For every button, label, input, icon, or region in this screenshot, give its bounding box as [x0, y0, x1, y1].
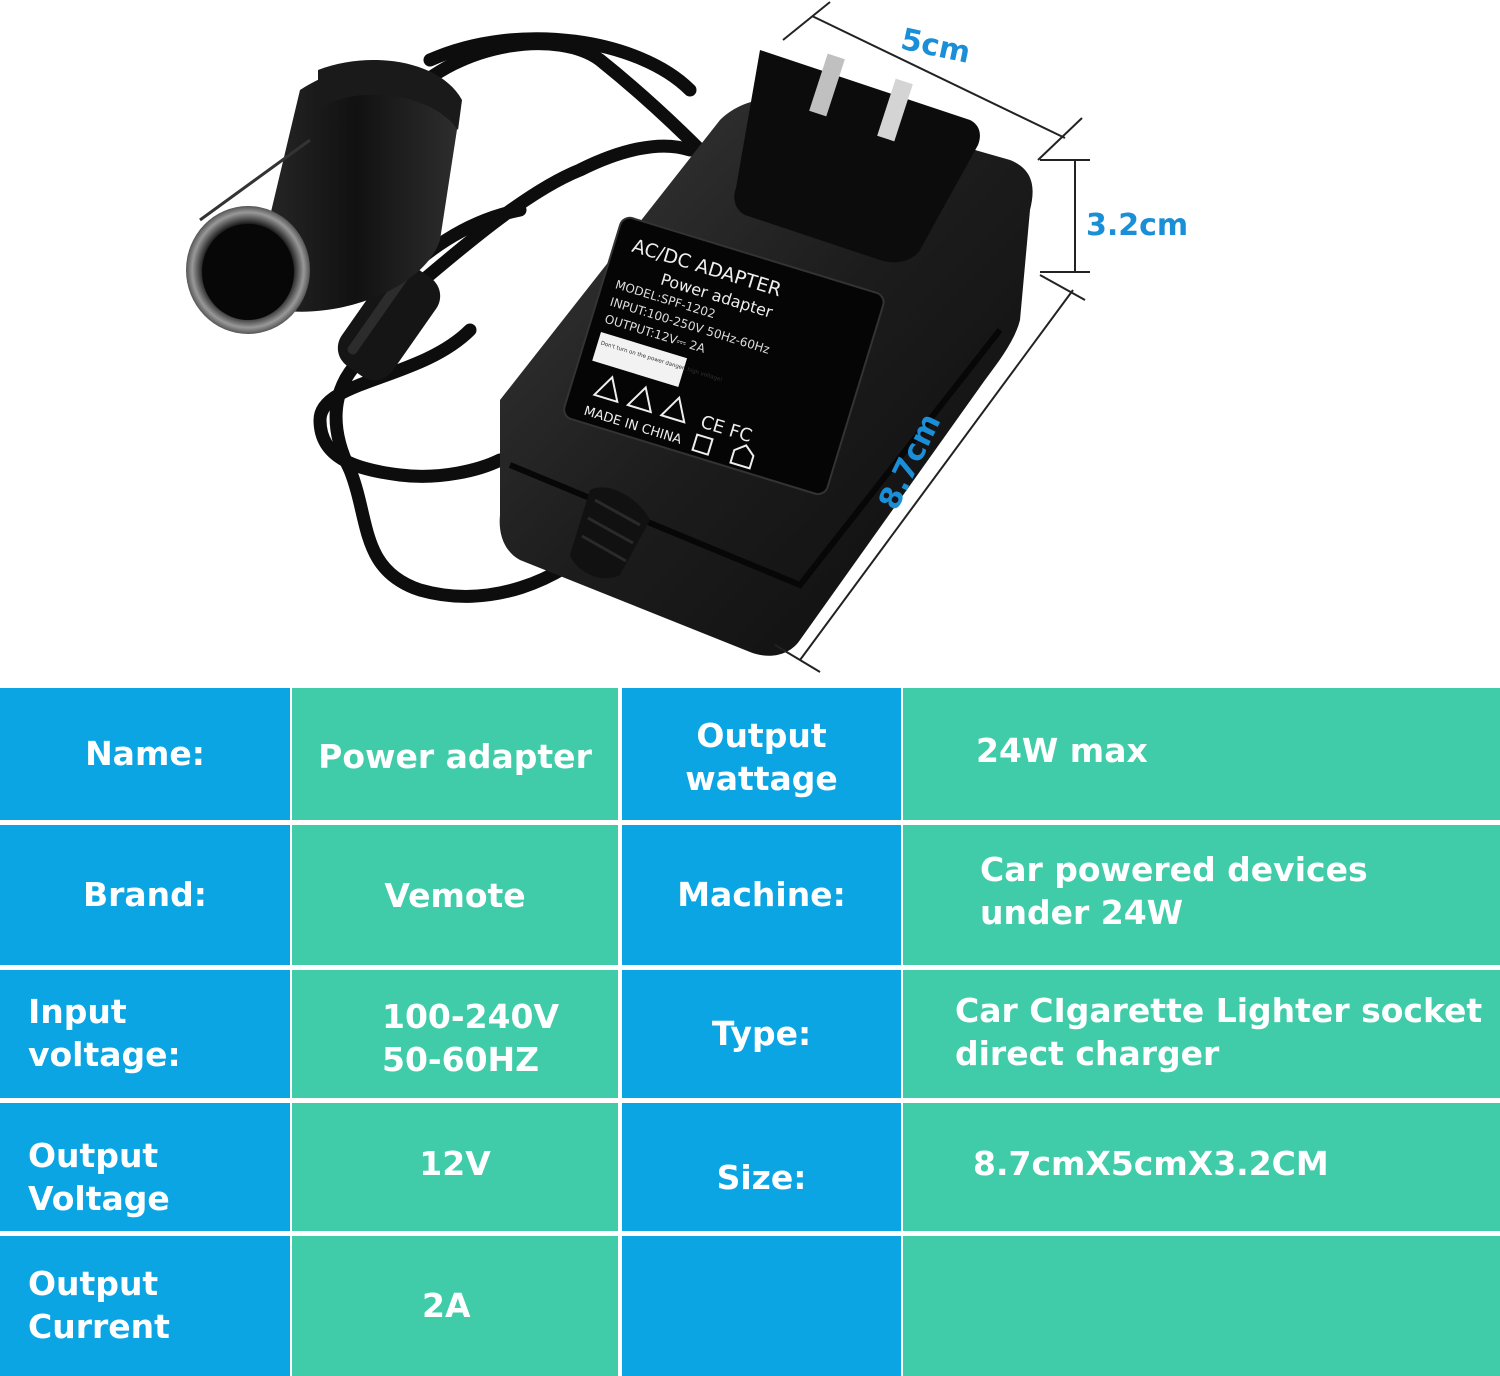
double-insulation-icon [691, 433, 714, 456]
spec-label-text: Brand: [82, 874, 207, 914]
spec-value-text: 50-60HZ [382, 1039, 540, 1079]
spec-value-type: Car CIgarette Lighter socket direct char… [903, 970, 1500, 1098]
spec-label-output-wattage: Output wattage [622, 688, 901, 820]
spec-value-text: 24W max [976, 731, 1148, 770]
spec-table: Name: Power adapter Output wattage 24W m… [0, 688, 1500, 1376]
spec-label-text: Output wattage [685, 716, 838, 798]
spec-value-brand: Vemote [292, 825, 618, 965]
spec-value-text: Car powered devices [980, 850, 1368, 889]
spec-label-output-current: Output Current [0, 1236, 290, 1376]
spec-value-text: Vemote [384, 876, 526, 915]
spec-label-size: Size: [622, 1103, 901, 1231]
spec-label-text: Machine: [677, 874, 846, 914]
spec-value-input-voltage: 100-240V 50-60HZ [292, 970, 618, 1098]
spec-label-text: Output Current [28, 1264, 170, 1346]
spec-value-empty [903, 1236, 1500, 1376]
spec-value-machine: Car powered devices under 24W [903, 825, 1500, 965]
shock-icon [625, 385, 653, 414]
warning-icon [592, 375, 619, 404]
spec-value-output-voltage: 12V [292, 1103, 618, 1231]
spec-value-output-wattage: 24W max [903, 688, 1500, 820]
spec-label-input-voltage: Input voltage: [0, 970, 290, 1098]
height-dimension-label: 3.2cm [1086, 208, 1189, 243]
hot-surface-icon [659, 395, 686, 424]
spec-label-text: Name: [85, 733, 205, 773]
spec-value-text: 12V [419, 1144, 491, 1183]
spec-value-text: 2A [422, 1285, 471, 1325]
adapter-label: AC/DC ADAPTER Power adapter MODEL:SPF-12… [563, 216, 885, 496]
lighter-socket [186, 60, 462, 334]
spec-label-text: Size: [716, 1157, 807, 1197]
dimension-lines [774, 1, 1090, 673]
indoor-use-icon [729, 444, 755, 470]
spec-label-text: Input voltage: [28, 992, 181, 1074]
spec-value-name: Power adapter [292, 688, 618, 820]
spec-label-brand: Brand: [0, 825, 290, 965]
spec-value-output-current: 2A [292, 1236, 618, 1376]
spec-value-size: 8.7cmX5cmX3.2CM [903, 1103, 1500, 1231]
spec-value-text: Power adapter [318, 737, 592, 776]
spec-label-machine: Machine: [622, 825, 901, 965]
spec-label-output-voltage: Output Voltage [0, 1103, 290, 1231]
spec-label-text: Output Voltage [28, 1136, 170, 1218]
spec-label-empty [622, 1236, 901, 1376]
spec-label-type: Type: [622, 970, 901, 1098]
spec-label-name: Name: [0, 688, 290, 820]
spec-value-text: under 24W [980, 892, 1184, 932]
spec-value-text: direct charger [955, 1033, 1220, 1073]
spec-value-text: 100-240V [382, 997, 560, 1036]
spec-label-text: Type: [711, 1013, 812, 1053]
spec-value-text: Car CIgarette Lighter socket [955, 991, 1483, 1030]
product-photo: AC/DC ADAPTER Power adapter MODEL:SPF-12… [186, 1, 1189, 673]
adapter-illustration: AC/DC ADAPTER Power adapter MODEL:SPF-12… [186, 1, 1090, 673]
spec-value-text: 8.7cmX5cmX3.2CM [973, 1144, 1329, 1183]
